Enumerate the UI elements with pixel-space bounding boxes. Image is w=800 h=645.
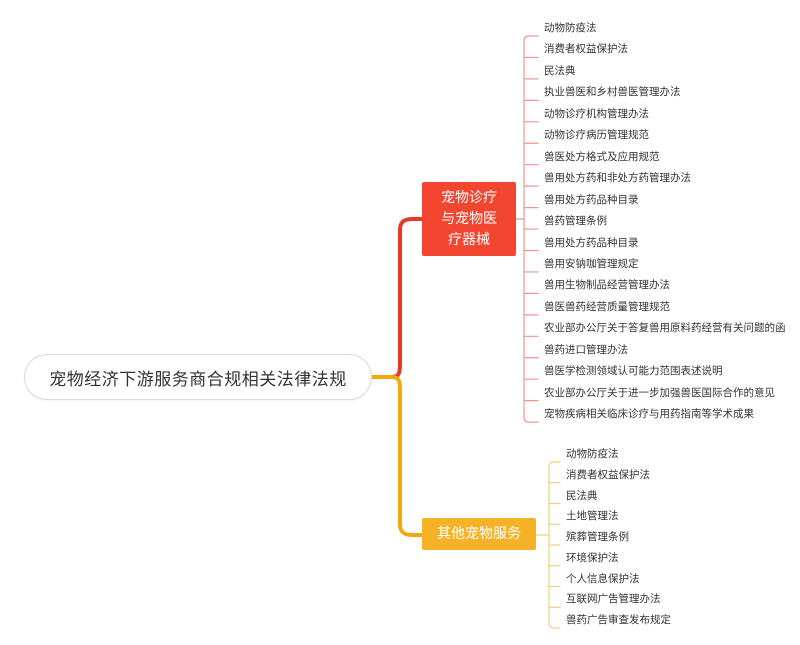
- leaf-topic[interactable]: 个人信息保护法: [566, 572, 640, 585]
- leaf-topic[interactable]: 消费者权益保护法: [544, 43, 628, 56]
- leaf-topic[interactable]: 兽用处方药品种目录: [544, 236, 639, 249]
- leaf-topic[interactable]: 兽医处方格式及应用规范: [544, 150, 660, 163]
- leaf-topic[interactable]: 执业兽医和乡村兽医管理办法: [544, 86, 681, 99]
- leaf-topic[interactable]: 殡葬管理条例: [566, 531, 629, 543]
- leaf-topic[interactable]: 动物诊疗病历管理规范: [544, 129, 649, 142]
- leaf-topic[interactable]: 环境保护法: [566, 551, 619, 564]
- leaf-link: [548, 461, 561, 468]
- leaf-topic[interactable]: 兽用生物制品经营管理办法: [544, 279, 670, 292]
- leaf-link: [548, 622, 561, 629]
- leaf-topic[interactable]: 互联网广告管理办法: [566, 593, 661, 606]
- leaf-topic[interactable]: 兽药管理条例: [544, 215, 607, 228]
- leaf-topic[interactable]: 动物防疫法: [544, 22, 597, 34]
- root-topic-label: 宠物经济下游服务商合规相关法律法规: [49, 369, 347, 390]
- leaf-topic[interactable]: 动物防疫法: [566, 448, 619, 460]
- branch-topic-label: 宠物诊疗 与宠物医 疗器械: [441, 189, 497, 248]
- leaf-topic[interactable]: 动物诊疗机构管理办法: [544, 107, 649, 120]
- leaf-topic[interactable]: 农业部办公厅关于进一步加强兽医国际合作的意见: [544, 386, 775, 399]
- leaf-link: [523, 35, 539, 42]
- leaf-topic[interactable]: 农业部办公厅关于答复兽用原料药经营有关问题的函: [544, 322, 786, 335]
- leaf-topic[interactable]: 兽医学检测领域认可能力范围表述说明: [544, 365, 723, 378]
- branch-topic-pet-diagnosis-medical-devices[interactable]: 宠物诊疗 与宠物医 疗器械: [422, 182, 516, 256]
- leaf-topic[interactable]: 兽用处方药品种目录: [544, 193, 639, 206]
- leaf-topic[interactable]: 兽用处方药和非处方药管理办法: [544, 172, 691, 185]
- leaf-topic[interactable]: 兽药广告审查发布规定: [566, 614, 671, 626]
- root-topic[interactable]: 宠物经济下游服务商合规相关法律法规: [24, 354, 372, 400]
- root-link-branch-2: [370, 375, 424, 537]
- leaf-topic[interactable]: 土地管理法: [566, 510, 619, 523]
- root-link-branch-1: [370, 217, 424, 379]
- leaf-topic[interactable]: 宠物疾病相关临床诊疗与用药指南等学术成果: [544, 408, 754, 421]
- branch-topic-label: 其他宠物服务: [437, 525, 521, 542]
- leaf-topic[interactable]: 民法典: [544, 64, 576, 77]
- leaf-topic[interactable]: 民法典: [566, 489, 598, 502]
- leaf-topic[interactable]: 兽用安钠咖管理规定: [544, 257, 639, 270]
- leaf-link: [523, 416, 539, 423]
- leaf-topic[interactable]: 兽医兽药经营质量管理规范: [544, 300, 670, 313]
- branch-topic-other-pet-services[interactable]: 其他宠物服务: [422, 518, 536, 550]
- leaf-topic[interactable]: 兽药进口管理办法: [544, 343, 628, 356]
- leaf-topic[interactable]: 消费者权益保护法: [566, 468, 650, 481]
